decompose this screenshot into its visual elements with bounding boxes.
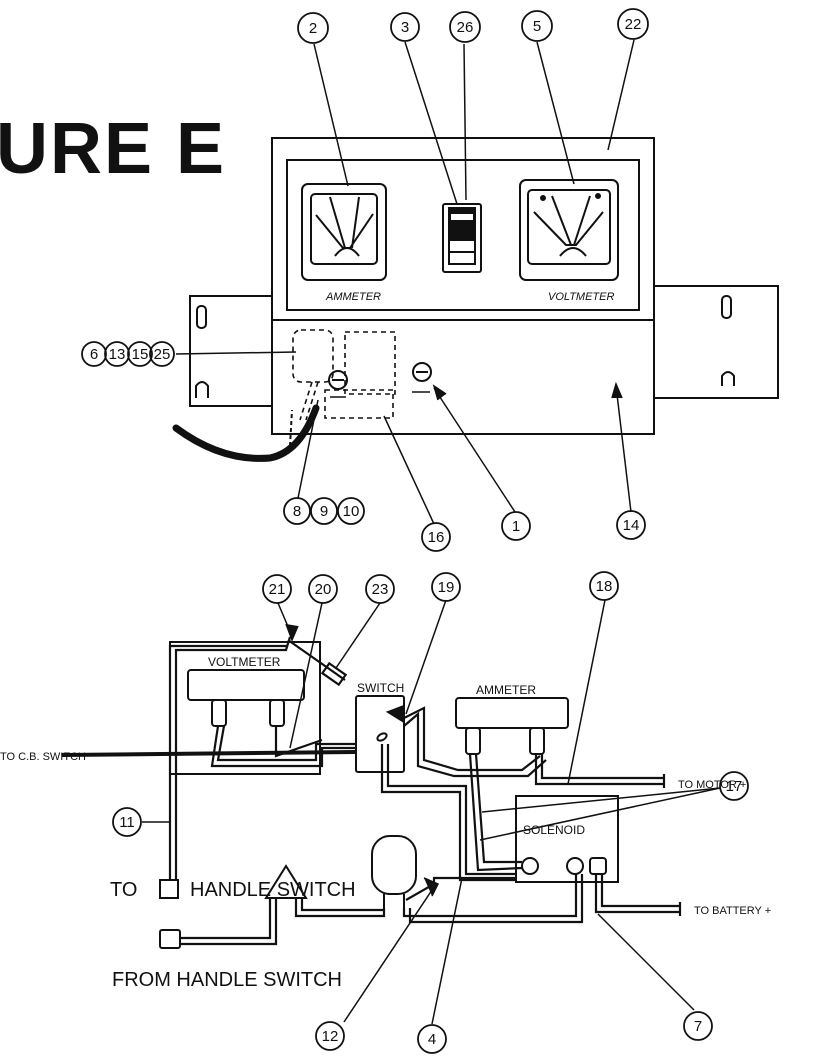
callout-6: 6: [90, 346, 98, 363]
leader-lines-top: [175, 39, 635, 525]
callout-1: 1: [512, 518, 520, 535]
callouts: [81, 8, 749, 1054]
callout-18: 18: [596, 578, 613, 595]
capacitor: [371, 835, 417, 908]
handle-switch-terminals: [159, 879, 181, 949]
callout-13: 13: [109, 346, 126, 363]
callout-8: 8: [293, 503, 301, 520]
leader-lines-bottom: [142, 599, 721, 1025]
figure-title: URE E: [0, 109, 227, 189]
callout-15: 15: [132, 346, 149, 363]
terminal-screws: [328, 362, 432, 398]
labels: AMMETER VOLTMETER VOLTMETER SWITCH AMMET…: [0, 291, 771, 991]
callout-12: 12: [322, 1028, 339, 1045]
ammeter-box: [455, 697, 569, 755]
callout-26: 26: [457, 19, 474, 36]
switch-box: [355, 695, 405, 773]
label-to-battery: TO BATTERY +: [694, 905, 771, 917]
label-to: TO: [110, 879, 137, 901]
callout-19: 19: [438, 579, 455, 596]
wiring-label-switch: SWITCH: [357, 681, 404, 695]
callout-2: 2: [309, 20, 317, 37]
wiring-label-voltmeter: VOLTMETER: [208, 655, 281, 669]
callout-5: 5: [533, 18, 541, 35]
callout-21: 21: [269, 581, 286, 598]
callout-3: 3: [401, 19, 409, 36]
label-from-handle-switch: FROM HANDLE SWITCH: [112, 969, 342, 991]
callout-9: 9: [320, 503, 328, 520]
panel-label-ammeter: AMMETER: [325, 291, 381, 303]
solenoid-box: [515, 795, 619, 883]
label-handle-switch: HANDLE SWITCH: [190, 879, 356, 901]
label-to-motor: TO MOTOR +: [678, 779, 746, 791]
rocker-switch: [442, 203, 482, 273]
mounting-bracket: [189, 285, 779, 435]
panel-label-voltmeter: VOLTMETER: [548, 291, 614, 303]
wiring-label-solenoid: SOLENOID: [523, 823, 585, 837]
callout-7: 7: [694, 1018, 702, 1035]
hidden-components: [292, 329, 396, 421]
callout-20: 20: [315, 581, 332, 598]
callout-numbers: 2 3 26 5 22 6 13 15 25 8 9 10 16 1 14 21…: [90, 16, 743, 1048]
callout-4: 4: [428, 1031, 436, 1048]
callout-17: 17: [726, 778, 743, 795]
callout-11: 11: [119, 814, 135, 831]
power-cable: [172, 404, 320, 462]
wiring-label-ammeter: AMMETER: [476, 683, 536, 697]
callout-16: 16: [428, 529, 445, 546]
callout-23: 23: [372, 581, 389, 598]
callout-25: 25: [154, 346, 171, 363]
wiring: [61, 636, 682, 946]
callout-10: 10: [343, 503, 360, 520]
voltmeter-gauge: [519, 179, 619, 281]
callout-14: 14: [623, 517, 640, 534]
label-to-cb-switch: TO C.B. SWITCH: [0, 751, 86, 763]
diode-triangle: [264, 864, 308, 899]
ammeter-gauge: [301, 183, 387, 281]
callout-22: 22: [625, 16, 642, 33]
